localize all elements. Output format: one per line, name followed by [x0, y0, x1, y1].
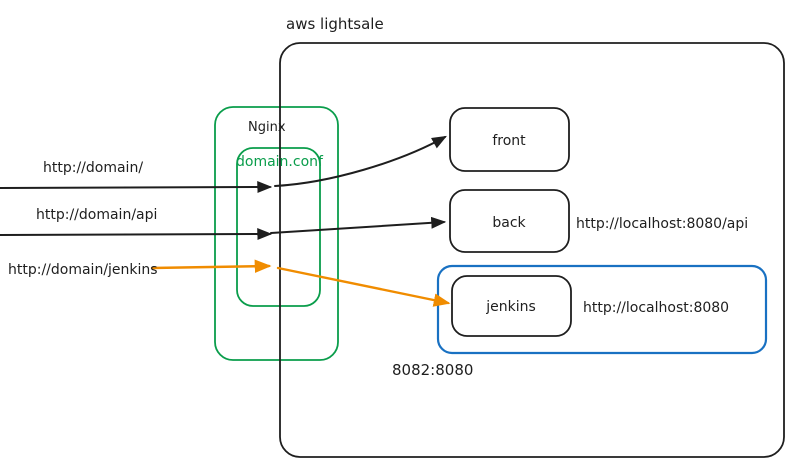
- request-jenkins-label: http://domain/jenkins: [8, 262, 158, 278]
- request-domain-label: http://domain/: [43, 160, 143, 176]
- arrow-domain-to-nginx: [0, 181, 273, 194]
- arrow-api-to-nginx: [0, 228, 273, 241]
- back-url-label: http://localhost:8080/api: [576, 216, 748, 232]
- nginx-label: Nginx: [248, 120, 286, 135]
- jenkins-url-label: http://localhost:8080: [583, 300, 729, 316]
- request-api-label: http://domain/api: [36, 207, 157, 223]
- jenkins-box: [451, 275, 572, 337]
- arrow-nginx-to-front: [274, 135, 447, 187]
- jenkins-container-box: [436, 264, 768, 355]
- domain-conf-box: [236, 147, 321, 307]
- arrow-nginx-to-back: [270, 216, 447, 234]
- front-label: front: [492, 133, 526, 149]
- back-box: [449, 189, 570, 253]
- lightsail-box: [279, 42, 785, 458]
- jenkins-label: jenkins: [485, 299, 536, 315]
- lightsail-label: aws lightsale: [286, 15, 384, 33]
- back-label: back: [492, 215, 526, 231]
- jenkins-port-mapping-label: 8082:8080: [392, 361, 473, 379]
- domain-conf-label: domain.conf: [236, 154, 324, 170]
- arrow-nginx-to-jenkins: [276, 266, 451, 307]
- front-box: [449, 107, 570, 172]
- arrow-jenkins-to-nginx: [150, 259, 272, 273]
